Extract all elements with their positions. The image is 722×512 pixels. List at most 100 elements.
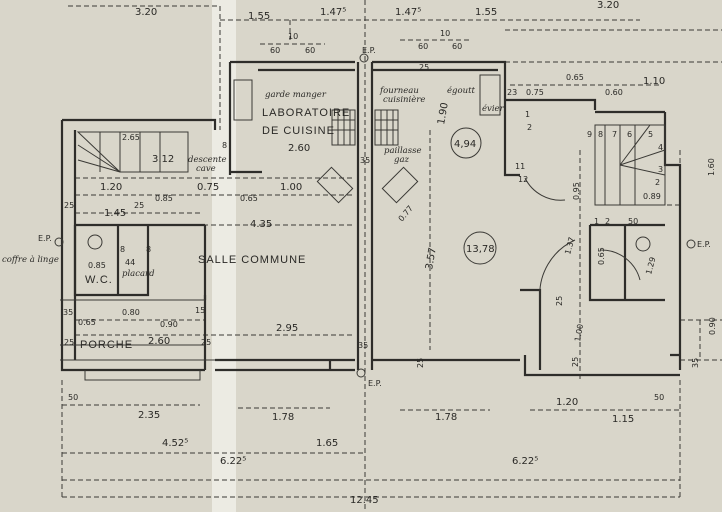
ep-label: E.P. bbox=[362, 46, 376, 55]
note-garde-manger: garde manger bbox=[265, 90, 327, 100]
dim-label: 35 bbox=[691, 358, 700, 368]
dim-label: 1.55 bbox=[248, 11, 270, 22]
dim-label: 0.65 bbox=[566, 73, 584, 82]
room-area-kitchen: 4,94 bbox=[454, 139, 476, 150]
note-cave: cave bbox=[196, 164, 216, 174]
dim-label: 60 bbox=[452, 42, 462, 51]
step-number: 4 bbox=[658, 143, 663, 152]
dim-label: 12.45 bbox=[350, 495, 379, 506]
dim-label: 25 bbox=[64, 201, 74, 210]
dim-label: 1.47⁵ bbox=[395, 7, 421, 18]
dim-label: 23 bbox=[507, 88, 517, 97]
dim-label: 3.20 bbox=[597, 0, 619, 11]
dim-label: 4.52⁵ bbox=[162, 438, 188, 449]
dim-label: 0.65 bbox=[78, 318, 96, 327]
dim-label: 2.65 bbox=[122, 133, 140, 142]
dim-label: 2.60 bbox=[148, 336, 170, 347]
dim-label: 3.20 bbox=[135, 7, 157, 18]
dim-label: 35 bbox=[358, 341, 368, 350]
dim-label: 60 bbox=[305, 46, 315, 55]
step-number: 2 bbox=[655, 178, 660, 187]
room-label-porche: PORCHE bbox=[80, 339, 133, 351]
dim-label: 0.90 bbox=[160, 320, 178, 329]
dim-label: 25 bbox=[571, 357, 580, 367]
dim-label: 0.95 bbox=[572, 182, 581, 200]
walls bbox=[60, 60, 682, 381]
step-number: 9 bbox=[587, 130, 592, 139]
step-number: 8 bbox=[598, 130, 603, 139]
dim-label: 1.78 bbox=[435, 412, 457, 423]
dim-label: 1.60 bbox=[707, 158, 716, 176]
step-number: 2 bbox=[605, 217, 610, 226]
dim-label: 0.89 bbox=[643, 192, 661, 201]
note-placard: placard bbox=[122, 269, 155, 279]
step-number: 3 bbox=[658, 165, 663, 174]
dim-label: 1.00 bbox=[280, 182, 302, 193]
dim-label: 50 bbox=[628, 217, 638, 226]
dim-label: 0.65 bbox=[597, 247, 606, 265]
ep-label: E.P. bbox=[368, 379, 382, 388]
note-descente: descente bbox=[188, 155, 227, 165]
staircase-right bbox=[524, 124, 666, 301]
dim-label: 1.10 bbox=[643, 76, 665, 87]
dim-label: 25 bbox=[64, 338, 74, 347]
step-number: 6 bbox=[627, 130, 632, 139]
dim-label: 60 bbox=[270, 46, 280, 55]
step-number: 12 bbox=[518, 175, 528, 184]
note-coffre-a-linge: coffre à linge bbox=[2, 254, 59, 265]
dim-label: 35 bbox=[360, 156, 370, 165]
dim-label: 4.35 bbox=[250, 219, 272, 230]
note-fourneau: fourneau bbox=[379, 86, 419, 96]
dim-label: 0.80 bbox=[122, 308, 140, 317]
dimension-labels: 3.20 3.20 1.55 1.47⁵ 1.47⁵ 1.55 10 60 60… bbox=[63, 0, 717, 506]
dim-label: 0.85 bbox=[88, 261, 106, 270]
dim-label: 1.20 bbox=[556, 397, 578, 408]
dim-label: 8 bbox=[222, 141, 227, 150]
note-paillasse: paillasse bbox=[384, 146, 422, 156]
dim-label: 1.55 bbox=[475, 7, 497, 18]
dim-label: 2.95 bbox=[276, 323, 298, 334]
dim-label: 1.78 bbox=[272, 412, 294, 423]
dim-label: 0.90 bbox=[708, 317, 717, 335]
dim-label: 1.90 bbox=[436, 102, 451, 126]
note-gaz: gaz bbox=[394, 155, 410, 165]
dim-label: 35 bbox=[63, 308, 73, 317]
dim-label: 10 bbox=[288, 32, 298, 41]
dim-label: 2.35 bbox=[138, 410, 160, 421]
dim-label: 60 bbox=[418, 42, 428, 51]
room-label-laboratoire: LABORATOIRE bbox=[262, 107, 350, 119]
dim-label: 25 bbox=[201, 338, 211, 347]
dim-label: 1.00 bbox=[573, 323, 585, 342]
dim-label: 25 bbox=[555, 296, 564, 306]
dim-label: 1.37 bbox=[563, 236, 576, 256]
dimension-lines bbox=[61, 0, 722, 512]
step-number: 1 bbox=[594, 217, 599, 226]
dim-label: 1.20 bbox=[100, 182, 122, 193]
dim-label: 6.22⁵ bbox=[220, 456, 246, 467]
dim-label: 10 bbox=[440, 29, 450, 38]
step-number: 5 bbox=[648, 130, 653, 139]
note-evier: évier bbox=[482, 103, 505, 114]
dim-label: 1.65 bbox=[316, 438, 338, 449]
paper-fold bbox=[212, 0, 236, 512]
dim-label: 3.57 bbox=[424, 247, 439, 271]
dim-label: 0.60 bbox=[605, 88, 623, 97]
dim-label: 1.47⁵ bbox=[320, 7, 346, 18]
dim-label: 0.75 bbox=[197, 182, 219, 193]
dim-label: 0.75 bbox=[526, 88, 544, 97]
dim-label: 2.60 bbox=[288, 143, 310, 154]
step-number: 1 bbox=[525, 110, 530, 119]
dim-label: 25 bbox=[134, 201, 144, 210]
room-area-salle: 13,78 bbox=[466, 244, 495, 255]
dim-label: 0.65 bbox=[240, 194, 258, 203]
dim-label: 3.12 bbox=[152, 154, 174, 165]
step-number: 2 bbox=[527, 123, 532, 132]
dim-label: 8 bbox=[146, 245, 151, 254]
room-label-salle-commune: SALLE COMMUNE bbox=[198, 254, 306, 266]
ep-label: E.P. bbox=[697, 240, 711, 249]
dim-label: 1.15 bbox=[612, 414, 634, 425]
room-label-de-cuisine: DE CUISINE bbox=[262, 125, 335, 137]
dim-label: 1.45 bbox=[104, 208, 126, 219]
